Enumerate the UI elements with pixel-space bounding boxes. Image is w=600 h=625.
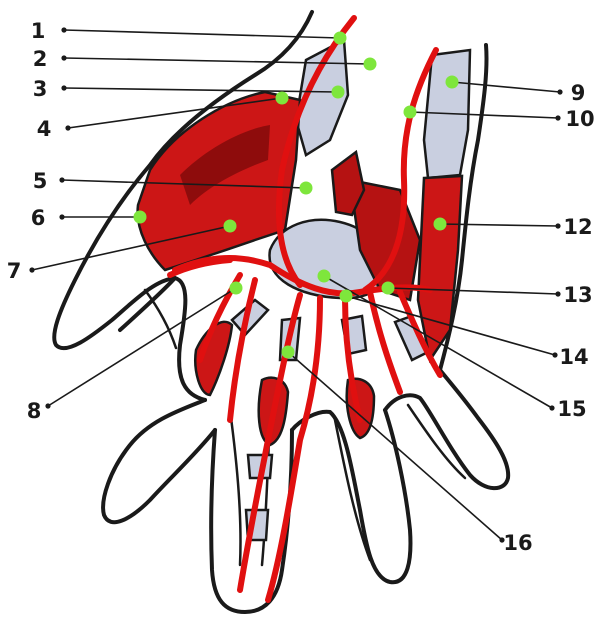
- marker-5: [299, 181, 313, 195]
- label-10: 10: [565, 107, 594, 131]
- label-12: 12: [563, 215, 592, 239]
- small-muscle-tab: [330, 149, 366, 217]
- label-13: 13: [563, 283, 592, 307]
- radial-artery: [276, 15, 357, 288]
- marker-6: [133, 210, 147, 224]
- marker-3: [331, 85, 345, 99]
- marker-16: [281, 345, 295, 359]
- marker-7: [223, 219, 237, 233]
- label-4: 4: [37, 117, 52, 141]
- marker-15: [317, 269, 331, 283]
- label-16: 16: [503, 531, 532, 555]
- marker-10: [403, 105, 417, 119]
- label-1: 1: [31, 19, 46, 43]
- label-2: 2: [33, 47, 48, 71]
- label-14: 14: [559, 345, 588, 369]
- hand-outline: [52, 10, 511, 614]
- target-markers: [133, 31, 459, 359]
- label-15: 15: [557, 397, 586, 421]
- marker-8: [229, 281, 243, 295]
- label-3: 3: [33, 77, 48, 101]
- label-9: 9: [571, 81, 586, 105]
- label-6: 6: [31, 206, 46, 230]
- ulnar-artery: [362, 47, 439, 293]
- marker-9: [445, 75, 459, 89]
- label-5: 5: [33, 169, 48, 193]
- marker-13: [381, 281, 395, 295]
- marker-4: [275, 91, 289, 105]
- label-7: 7: [7, 259, 22, 283]
- leader-lines: [29, 27, 563, 543]
- marker-12: [433, 217, 447, 231]
- marker-1: [333, 31, 347, 45]
- marker-2: [363, 57, 377, 71]
- label-8: 8: [27, 399, 42, 423]
- label-numbers: 1 2 3 4 5 6 7 8 9 10 12 13 14 15 16: [7, 19, 595, 555]
- hypothenar-muscle: [416, 174, 464, 364]
- marker-14: [339, 289, 353, 303]
